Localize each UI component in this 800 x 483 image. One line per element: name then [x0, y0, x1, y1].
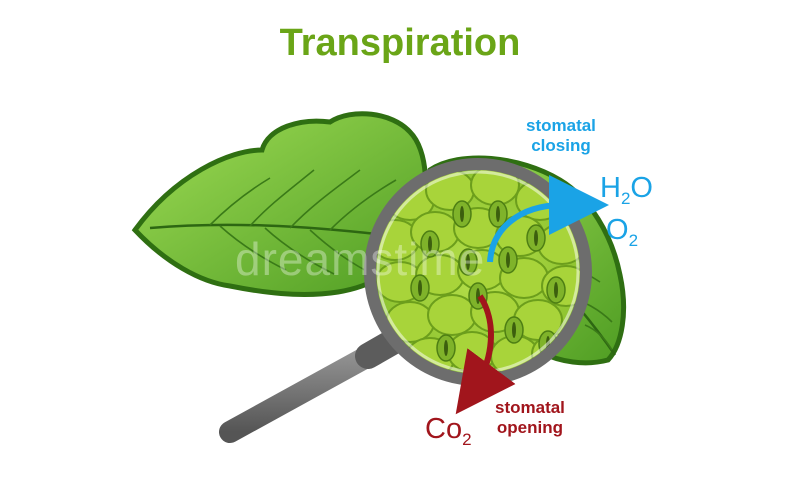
- stoma: [437, 335, 455, 361]
- co2-base: Co: [425, 413, 462, 445]
- co2-subscript: 2: [462, 430, 471, 449]
- o2-subscript: 2: [629, 231, 638, 250]
- stomatal-opening-label: stomatal opening: [495, 398, 565, 437]
- o2-base: O: [606, 214, 629, 246]
- co2-label: Co2: [425, 413, 472, 450]
- opening-label-line2: opening: [495, 418, 565, 438]
- h2o-label: H2O: [600, 172, 653, 209]
- stoma: [527, 225, 545, 251]
- opening-label-line1: stomatal: [495, 398, 565, 418]
- stoma: [453, 201, 471, 227]
- magnifier-handle: [230, 340, 396, 432]
- h2o-tail: O: [630, 172, 653, 204]
- watermark: dreamstime: [235, 232, 485, 286]
- h2o-base: H: [600, 172, 621, 204]
- epidermal-cell: [428, 295, 476, 335]
- stoma: [547, 277, 565, 303]
- diagram-title: Transpiration: [0, 22, 800, 65]
- o2-label: O2: [606, 214, 638, 251]
- stoma: [505, 317, 523, 343]
- closing-label-line1: stomatal: [526, 116, 596, 136]
- stomatal-closing-label: stomatal closing: [526, 116, 596, 155]
- h2o-subscript: 2: [621, 189, 630, 208]
- closing-label-line2: closing: [526, 136, 596, 156]
- stoma: [499, 247, 517, 273]
